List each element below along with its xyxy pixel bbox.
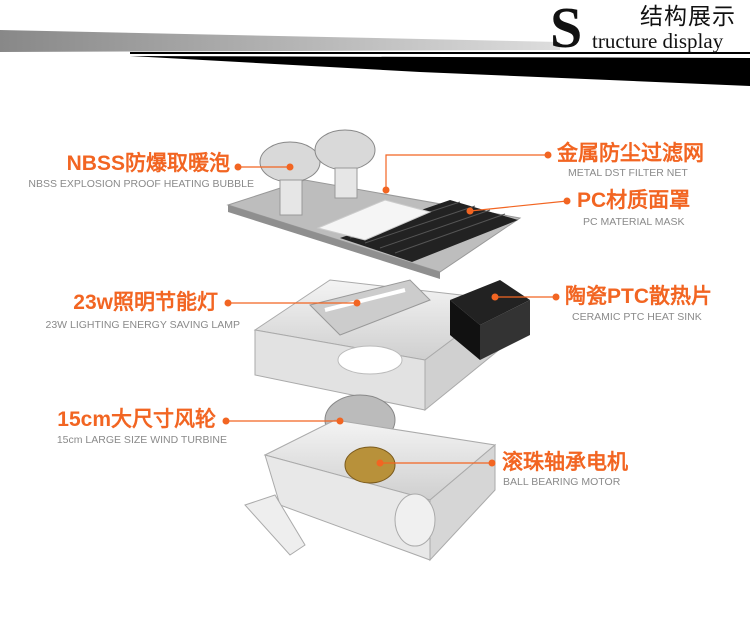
callout-title-ptc-heat-sink: 陶瓷PTC散热片	[565, 285, 712, 308]
callout-title-pc-mask: PC材质面罩	[577, 189, 691, 212]
callout-subtitle-motor: BALL BEARING MOTOR	[503, 476, 621, 488]
header-title-en: tructure display	[592, 29, 724, 53]
header-title-cn: 结构展示	[640, 3, 736, 29]
header-big-letter: S	[550, 0, 583, 60]
callout-title-filter-net: 金属防尘过滤网	[557, 142, 704, 165]
callout-subtitle-lamp: 23W LIGHTING ENERGY SAVING LAMP	[45, 319, 241, 331]
callout-title-motor: 滚珠轴承电机	[502, 451, 628, 474]
callout-subtitle-wind-turbine: 15cm LARGE SIZE WIND TURBINE	[56, 434, 227, 446]
callout-title-heating-bulb: NBSS防爆取暖泡	[66, 152, 230, 175]
callout-title-wind-turbine: 15cm大尺寸风轮	[57, 408, 216, 431]
callout-title-lamp: 23w照明节能灯	[73, 291, 218, 314]
callout-subtitle-heating-bulb: NBSS EXPLOSION PROOF HEATING BUBBLE	[28, 178, 254, 190]
callout-subtitle-filter-net: METAL DST FILTER NET	[568, 167, 688, 179]
callout-subtitle-ptc-heat-sink: CERAMIC PTC HEAT SINK	[572, 311, 702, 323]
callout-subtitle-pc-mask: PC MATERIAL MASK	[583, 216, 685, 228]
